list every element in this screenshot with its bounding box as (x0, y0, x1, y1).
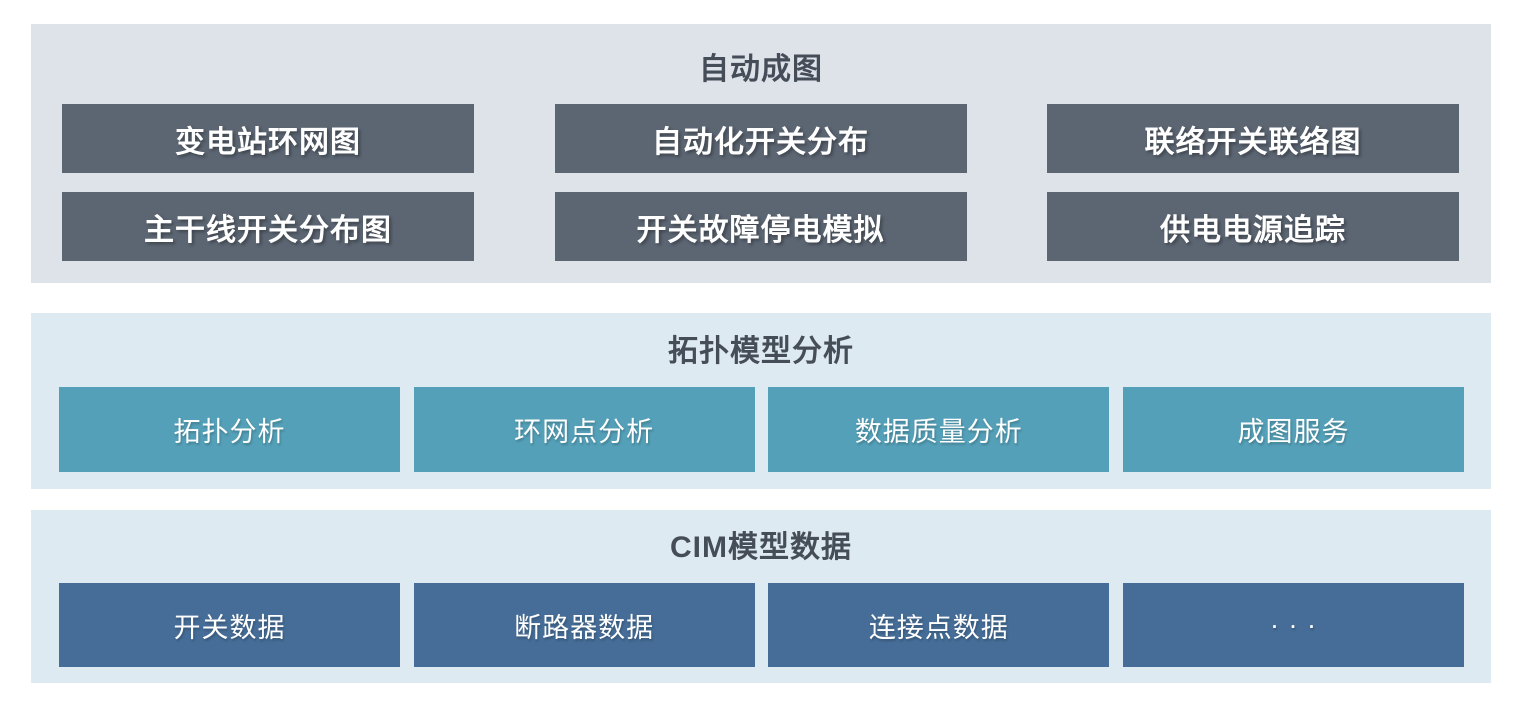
section-cim-model-data: CIM模型数据 开关数据 断路器数据 连接点数据 · · · (31, 510, 1491, 683)
chip-topology-analysis[interactable]: 拓扑分析 (59, 387, 400, 472)
section-auto-mapping: 自动成图 变电站环网图 自动化开关分布 联络开关联络图 主干线开关分布图 开关故… (31, 24, 1491, 283)
chip-row: 主干线开关分布图 开关故障停电模拟 供电电源追踪 (31, 192, 1491, 261)
section-topology-model-analysis: 拓扑模型分析 拓扑分析 环网点分析 数据质量分析 成图服务 (31, 313, 1491, 489)
chip-automated-switch-distribution[interactable]: 自动化开关分布 (554, 104, 967, 173)
chip-data-quality-analysis[interactable]: 数据质量分析 (768, 387, 1110, 472)
chip-more-ellipsis[interactable]: · · · (1122, 583, 1464, 667)
chip-row: 拓扑分析 环网点分析 数据质量分析 成图服务 (31, 387, 1491, 472)
section-title-auto-mapping: 自动成图 (699, 53, 823, 86)
chip-breaker-data[interactable]: 断路器数据 (413, 583, 755, 667)
chip-ring-point-analysis[interactable]: 环网点分析 (413, 387, 755, 472)
section-title-cim-model-data: CIM模型数据 (670, 531, 852, 564)
chip-power-source-tracing[interactable]: 供电电源追踪 (1047, 192, 1459, 261)
section-title-topology-analysis: 拓扑模型分析 (668, 335, 854, 368)
architecture-diagram: 自动成图 变电站环网图 自动化开关分布 联络开关联络图 主干线开关分布图 开关故… (0, 24, 1530, 715)
chip-row: 变电站环网图 自动化开关分布 联络开关联络图 (31, 104, 1491, 173)
chip-connection-point-data[interactable]: 连接点数据 (768, 583, 1110, 667)
chip-trunk-line-switch-distribution[interactable]: 主干线开关分布图 (62, 192, 474, 261)
chip-mapping-service[interactable]: 成图服务 (1122, 387, 1464, 472)
chip-tie-switch-connection-diagram[interactable]: 联络开关联络图 (1047, 104, 1459, 173)
chip-substation-ring-diagram[interactable]: 变电站环网图 (62, 104, 474, 173)
chip-switch-data[interactable]: 开关数据 (59, 583, 400, 667)
chip-row: 开关数据 断路器数据 连接点数据 · · · (31, 583, 1491, 667)
chip-switch-fault-outage-simulation[interactable]: 开关故障停电模拟 (554, 192, 967, 261)
